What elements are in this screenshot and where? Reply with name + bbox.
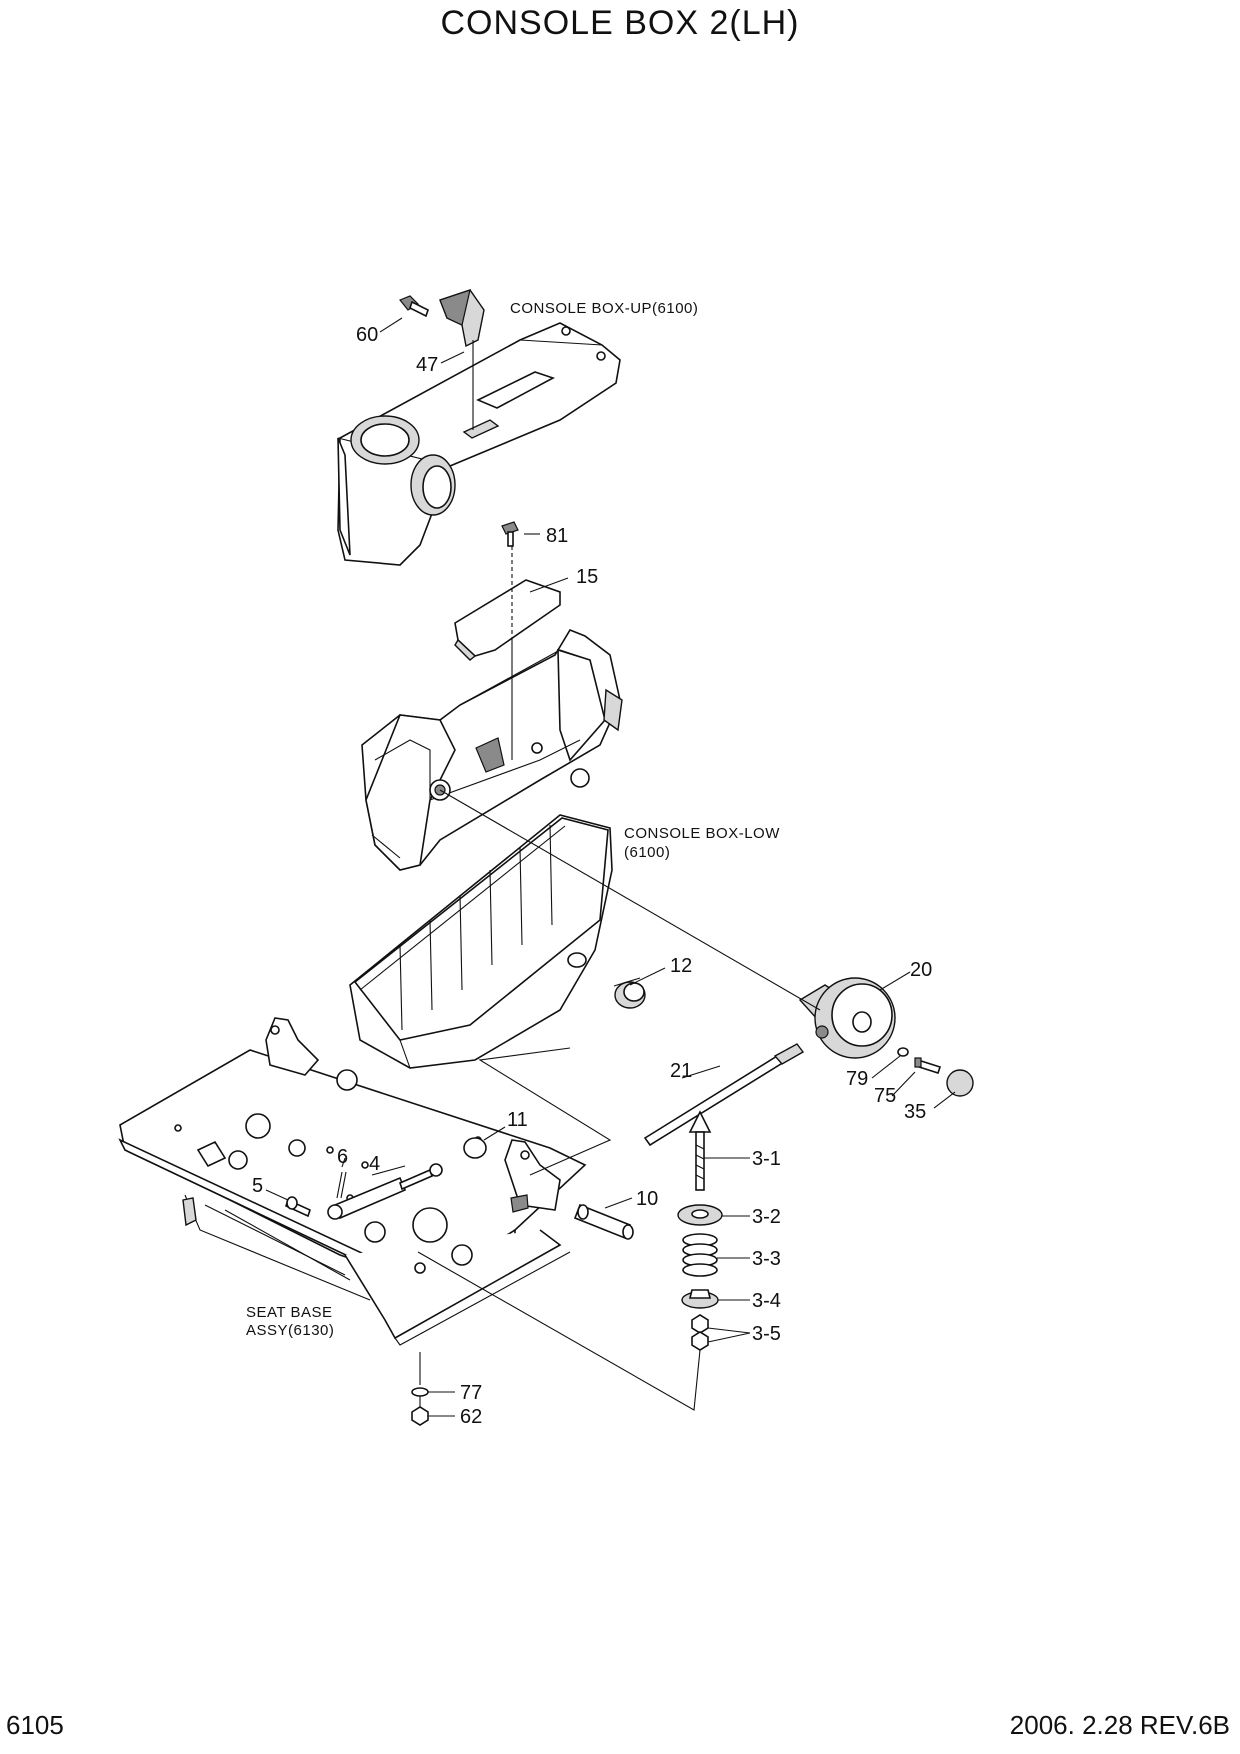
callout-21: 21 [670,1060,692,1082]
armrest-bracket-20 [798,977,896,1059]
bolt-60 [399,295,429,318]
callout-47: 47 [416,354,438,376]
callout-4: 4 [369,1153,380,1175]
callout-3-3: 3-3 [752,1248,781,1270]
page-title: CONSOLE BOX 2(LH) [440,4,800,42]
damper-spring-3-3 [682,1233,718,1277]
label-console-box-low-ref: (6100) [624,844,670,861]
damper-nuts-3-5 [691,1314,709,1351]
console-box-up-part [337,322,621,566]
callout-79: 79 [846,1068,868,1090]
clip-6 [336,1171,347,1199]
damper-bolt-3-1 [688,1110,712,1191]
callout-3-1: 3-1 [752,1148,781,1170]
label-console-box-up: CONSOLE BOX-UP(6100) [510,300,698,317]
callout-3-2: 3-2 [752,1206,781,1228]
pin-10 [573,1203,634,1240]
callout-81: 81 [546,525,568,547]
callout-5: 5 [252,1175,263,1197]
callout-62: 62 [460,1406,482,1428]
cap-35 [946,1069,974,1097]
seat-base-assy [118,1017,587,1346]
callout-60: 60 [356,324,378,346]
label-seat-base: SEAT BASE [246,1304,332,1321]
console-box-low-part [349,814,613,1069]
nut-62 [411,1406,429,1426]
callout-20: 20 [910,959,932,981]
washer-77 [411,1387,429,1397]
callout-leaders [265,317,956,1417]
console-bracket-frame [361,629,623,871]
label-seat-base-ref: ASSY(6130) [246,1322,334,1339]
footer-revision: 2006. 2.28 REV.6B [1009,1710,1230,1740]
callout-75: 75 [874,1085,896,1107]
washer-79 [897,1047,909,1057]
footer-page-number: 6105 [6,1710,64,1740]
gas-spring-4 [327,1163,443,1220]
bolt-75 [914,1057,942,1075]
callout-11: 11 [507,1109,528,1131]
callout-12: 12 [670,955,692,977]
callout-3-4: 3-4 [752,1290,781,1312]
ring-11 [463,1137,487,1159]
cap-12 [614,981,646,1009]
knob-47 [439,289,485,348]
pin-5 [285,1196,311,1218]
damper-washer-3-2 [677,1204,723,1226]
callout-10: 10 [636,1188,658,1210]
plate-15 [454,579,561,661]
rod-21 [643,1043,805,1147]
callout-77: 77 [460,1382,482,1404]
callout-6: 6 [337,1146,348,1168]
bolt-81 [501,521,519,547]
assembly-lines [417,340,821,1411]
callout-35: 35 [904,1101,926,1123]
callout-3-5: 3-5 [752,1323,781,1345]
label-console-box-low: CONSOLE BOX-LOW [624,825,780,842]
damper-washer-3-4 [681,1289,719,1309]
callout-15: 15 [576,566,598,588]
